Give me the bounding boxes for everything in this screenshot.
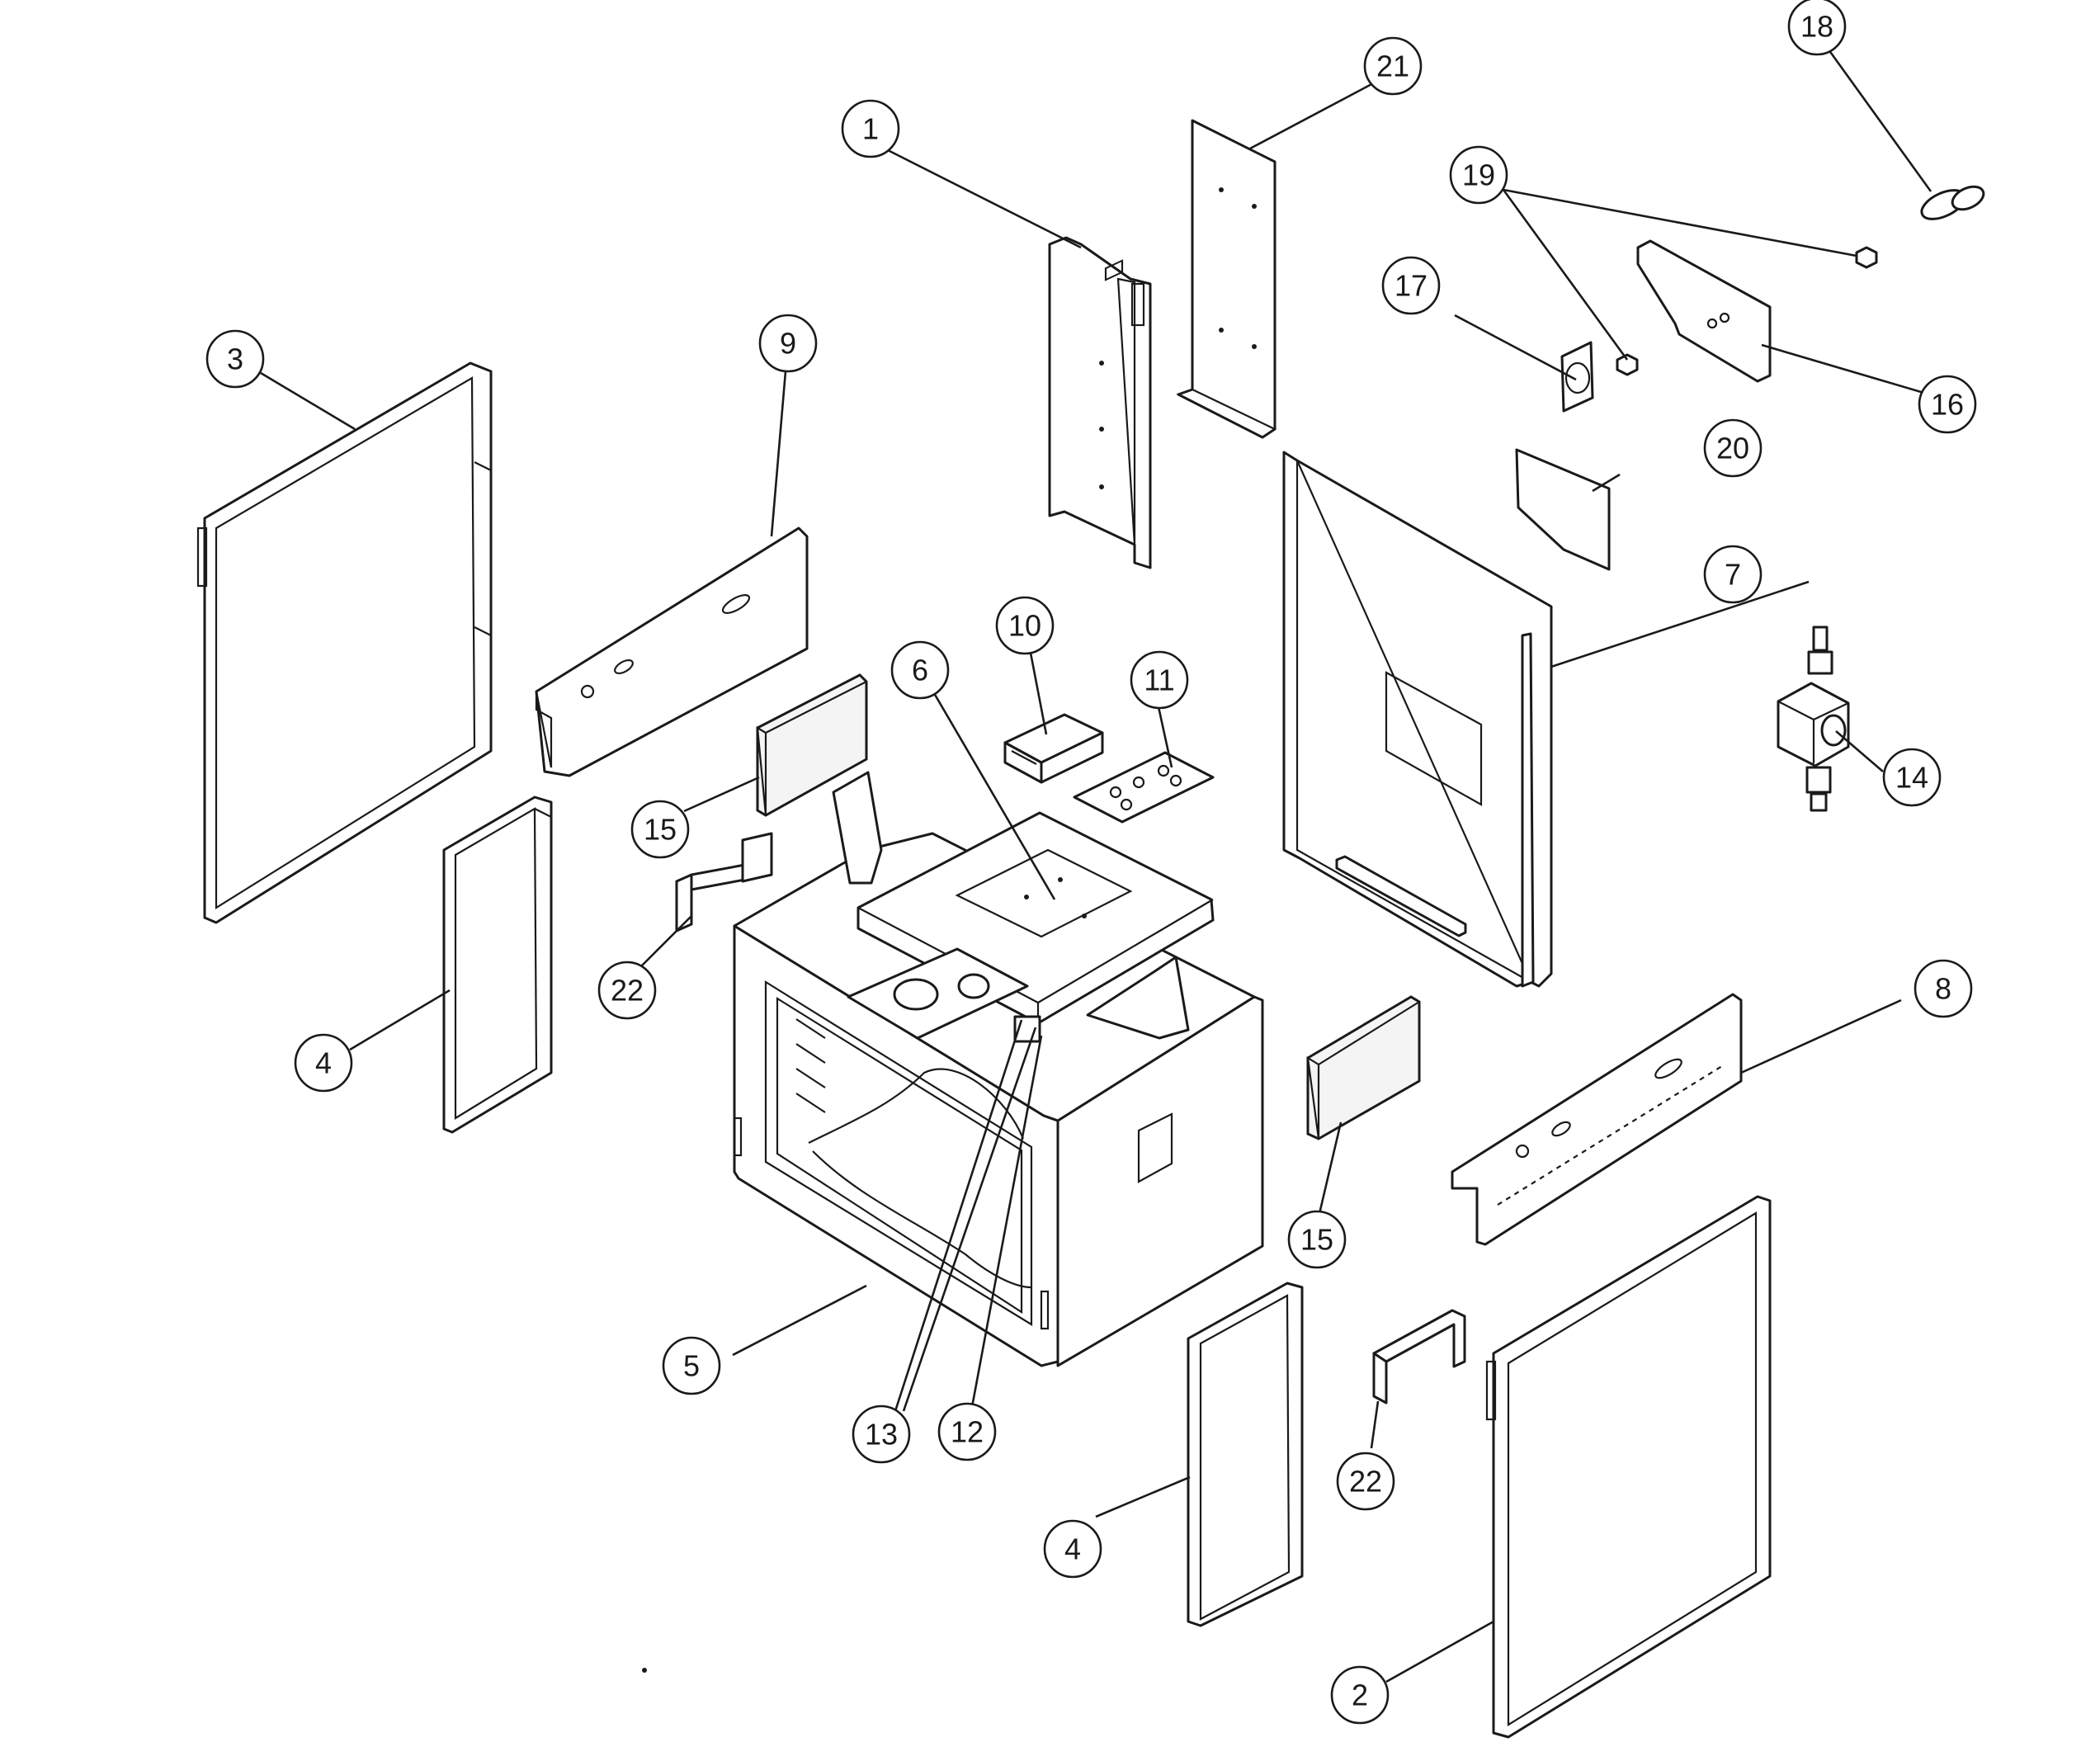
callout-7: 7	[1703, 545, 1763, 604]
callout-9-label: 9	[780, 327, 796, 361]
part-19-nuts	[1616, 246, 1878, 376]
callout-8: 8	[1914, 959, 1973, 1018]
part-18-elbow-fitting	[1920, 185, 1985, 220]
callout-4-left: 4	[294, 1033, 353, 1093]
callout-9: 9	[758, 314, 818, 373]
callout-16-label: 16	[1931, 388, 1964, 422]
callout-15-right: 15	[1287, 1210, 1347, 1269]
callout-1: 1	[841, 99, 900, 158]
callout-19-label: 19	[1462, 158, 1495, 192]
callout-8-label: 8	[1935, 972, 1951, 1006]
callout-15-left-label: 15	[644, 813, 677, 847]
callout-22-left-label: 22	[611, 974, 644, 1008]
callout-21-label: 21	[1376, 50, 1409, 83]
callout-2: 2	[1330, 1665, 1390, 1725]
callout-11-label: 11	[1144, 663, 1174, 697]
callout-13: 13	[852, 1405, 911, 1464]
callout-3-label: 3	[227, 342, 243, 376]
part-9-left-rail-bracket	[535, 526, 809, 777]
part-2-right-front-panel	[1485, 1195, 1772, 1739]
part-11-circuit-board	[1073, 259, 1215, 824]
callout-20-label: 20	[1716, 432, 1749, 465]
callout-10: 10	[995, 596, 1055, 655]
part-8-right-rail-bracket	[1451, 993, 1743, 1246]
callout-4-right-label: 4	[1064, 1532, 1081, 1566]
callout-11: 11	[1130, 650, 1189, 710]
callout-15-left: 15	[630, 800, 690, 859]
callout-5: 5	[662, 1336, 721, 1395]
part-17-gasket-plate	[1560, 341, 1594, 413]
part-20-small-plate	[1515, 448, 1611, 571]
part-4-right-trim-channel	[1187, 1282, 1304, 1627]
callout-14: 14	[1882, 748, 1942, 807]
callout-10-label: 10	[1008, 609, 1041, 643]
callout-21: 21	[1363, 36, 1423, 96]
callout-19: 19	[1449, 145, 1508, 205]
part-22-left-bracket	[675, 832, 773, 932]
callout-6: 6	[890, 640, 950, 700]
callout-14-label: 14	[1895, 761, 1928, 795]
callout-16: 16	[1918, 375, 1977, 434]
callout-4-right: 4	[1043, 1519, 1102, 1579]
part-22-right-bracket	[1372, 1309, 1466, 1405]
callout-12-label: 12	[951, 1415, 984, 1449]
callout-4-left-label: 4	[315, 1046, 332, 1080]
part-10-electronics-module	[1003, 713, 1104, 784]
callout-13-label: 13	[865, 1418, 898, 1452]
part-4-left-trim-channel	[442, 796, 553, 1134]
part-16-mounting-bracket	[1636, 239, 1772, 383]
part-1-back-panel	[1048, 236, 1152, 569]
part-14-solenoid-valve	[1777, 626, 1850, 812]
callout-20: 20	[1703, 418, 1763, 478]
part-7-right-side-panel	[1282, 451, 1553, 988]
callout-22-right: 22	[1336, 1452, 1395, 1511]
callout-15-right-label: 15	[1300, 1223, 1333, 1257]
callout-5-label: 5	[683, 1349, 700, 1383]
leader-lines	[260, 49, 1936, 1683]
callout-6-label: 6	[912, 654, 928, 687]
callout-3: 3	[205, 329, 265, 389]
part-15-left-insulation-pad	[756, 673, 868, 817]
callout-1-label: 1	[862, 112, 879, 146]
callout-17-label: 17	[1394, 269, 1428, 303]
callout-18: 18	[1787, 0, 1847, 56]
callout-22-right-label: 22	[1349, 1465, 1382, 1499]
callout-12: 12	[937, 1402, 997, 1461]
part-3-left-side-panel	[196, 361, 493, 924]
part-12-13-control-assembly	[847, 947, 1041, 1043]
callout-22-left: 22	[597, 961, 657, 1020]
callout-2-label: 2	[1352, 1678, 1368, 1712]
part-21-tall-back-panel	[1176, 119, 1277, 439]
part-15-right-insulation-pad	[1306, 995, 1421, 1140]
callout-7-label: 7	[1725, 558, 1741, 592]
callout-18-label: 18	[1800, 10, 1833, 44]
callout-17: 17	[1381, 256, 1441, 315]
